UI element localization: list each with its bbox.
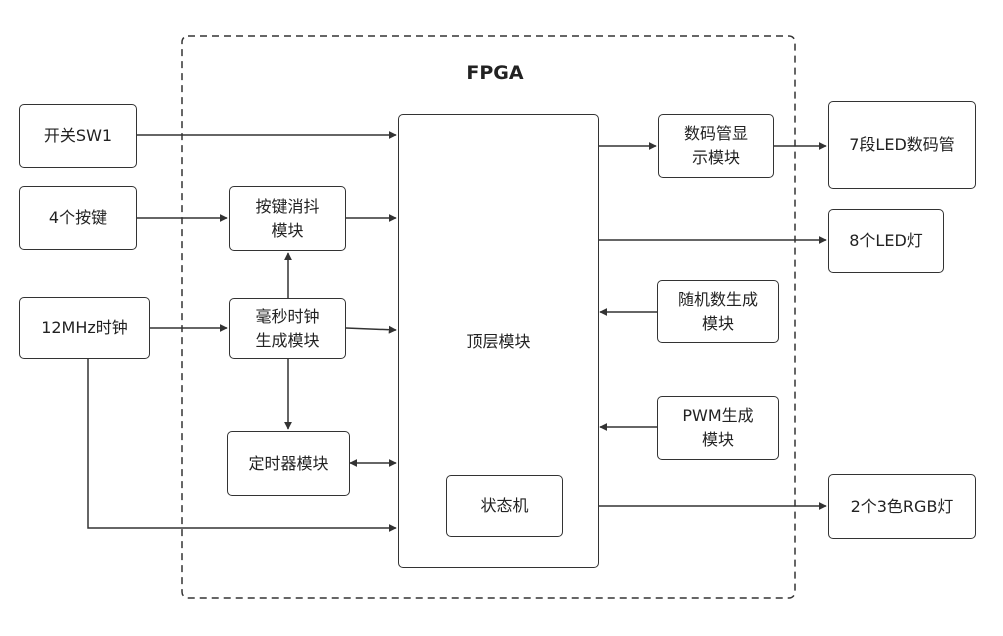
random-module-box: 随机数生成 模块 [657,280,779,343]
seg7-label: 7段LED数码管 [849,135,955,154]
random-label-line2: 模块 [701,313,734,333]
fpga-title: FPGA [466,62,524,84]
keys-input-box: 4个按键 [19,186,137,250]
switch-label: 开关SW1 [43,126,113,145]
seg7-output-box: 7段LED数码管 [828,101,976,189]
debounce-label-line1: 按键消抖 [255,196,320,216]
clock-label: 12MHz时钟 [41,318,128,337]
debounce-label-line2: 模块 [271,220,304,240]
timer-label: 定时器模块 [248,453,329,473]
top-module-label: 顶层模块 [466,332,531,351]
pwm-label-line1: PWM生成 [682,406,754,425]
debounce-module-box: 按键消抖 模块 [229,186,346,251]
seg-display-label-line1: 数码管显 [683,124,748,143]
ms-clock-label-line1: 毫秒时钟 [255,306,320,326]
switch-input-box: 开关SW1 [19,104,137,168]
random-label-line1: 随机数生成 [677,289,758,309]
pwm-module-box: PWM生成 模块 [657,396,779,460]
arrow-clock-to-top-bottom [87,359,397,532]
fpga-boundary [181,35,796,599]
ms-clock-label-line2: 生成模块 [255,330,320,350]
rgb-output-box: 2个3色RGB灯 [828,474,976,539]
arrow-msclock-to-top [345,325,397,334]
timer-module-box: 定时器模块 [227,431,350,496]
pwm-label-line2: 模块 [701,430,734,449]
clock-input-box: 12MHz时钟 [19,297,150,359]
rgb-label: 2个3色RGB灯 [850,496,954,516]
seg-display-label-line2: 示模块 [691,148,740,167]
fsm-label: 状态机 [480,496,529,515]
keys-label: 4个按键 [48,208,108,227]
leds-label: 8个LED灯 [849,231,923,250]
leds-output-box: 8个LED灯 [828,209,944,273]
fsm-box: 状态机 [446,475,563,537]
seg-display-module-box: 数码管显 示模块 [658,114,774,178]
ms-clock-module-box: 毫秒时钟 生成模块 [229,298,346,359]
